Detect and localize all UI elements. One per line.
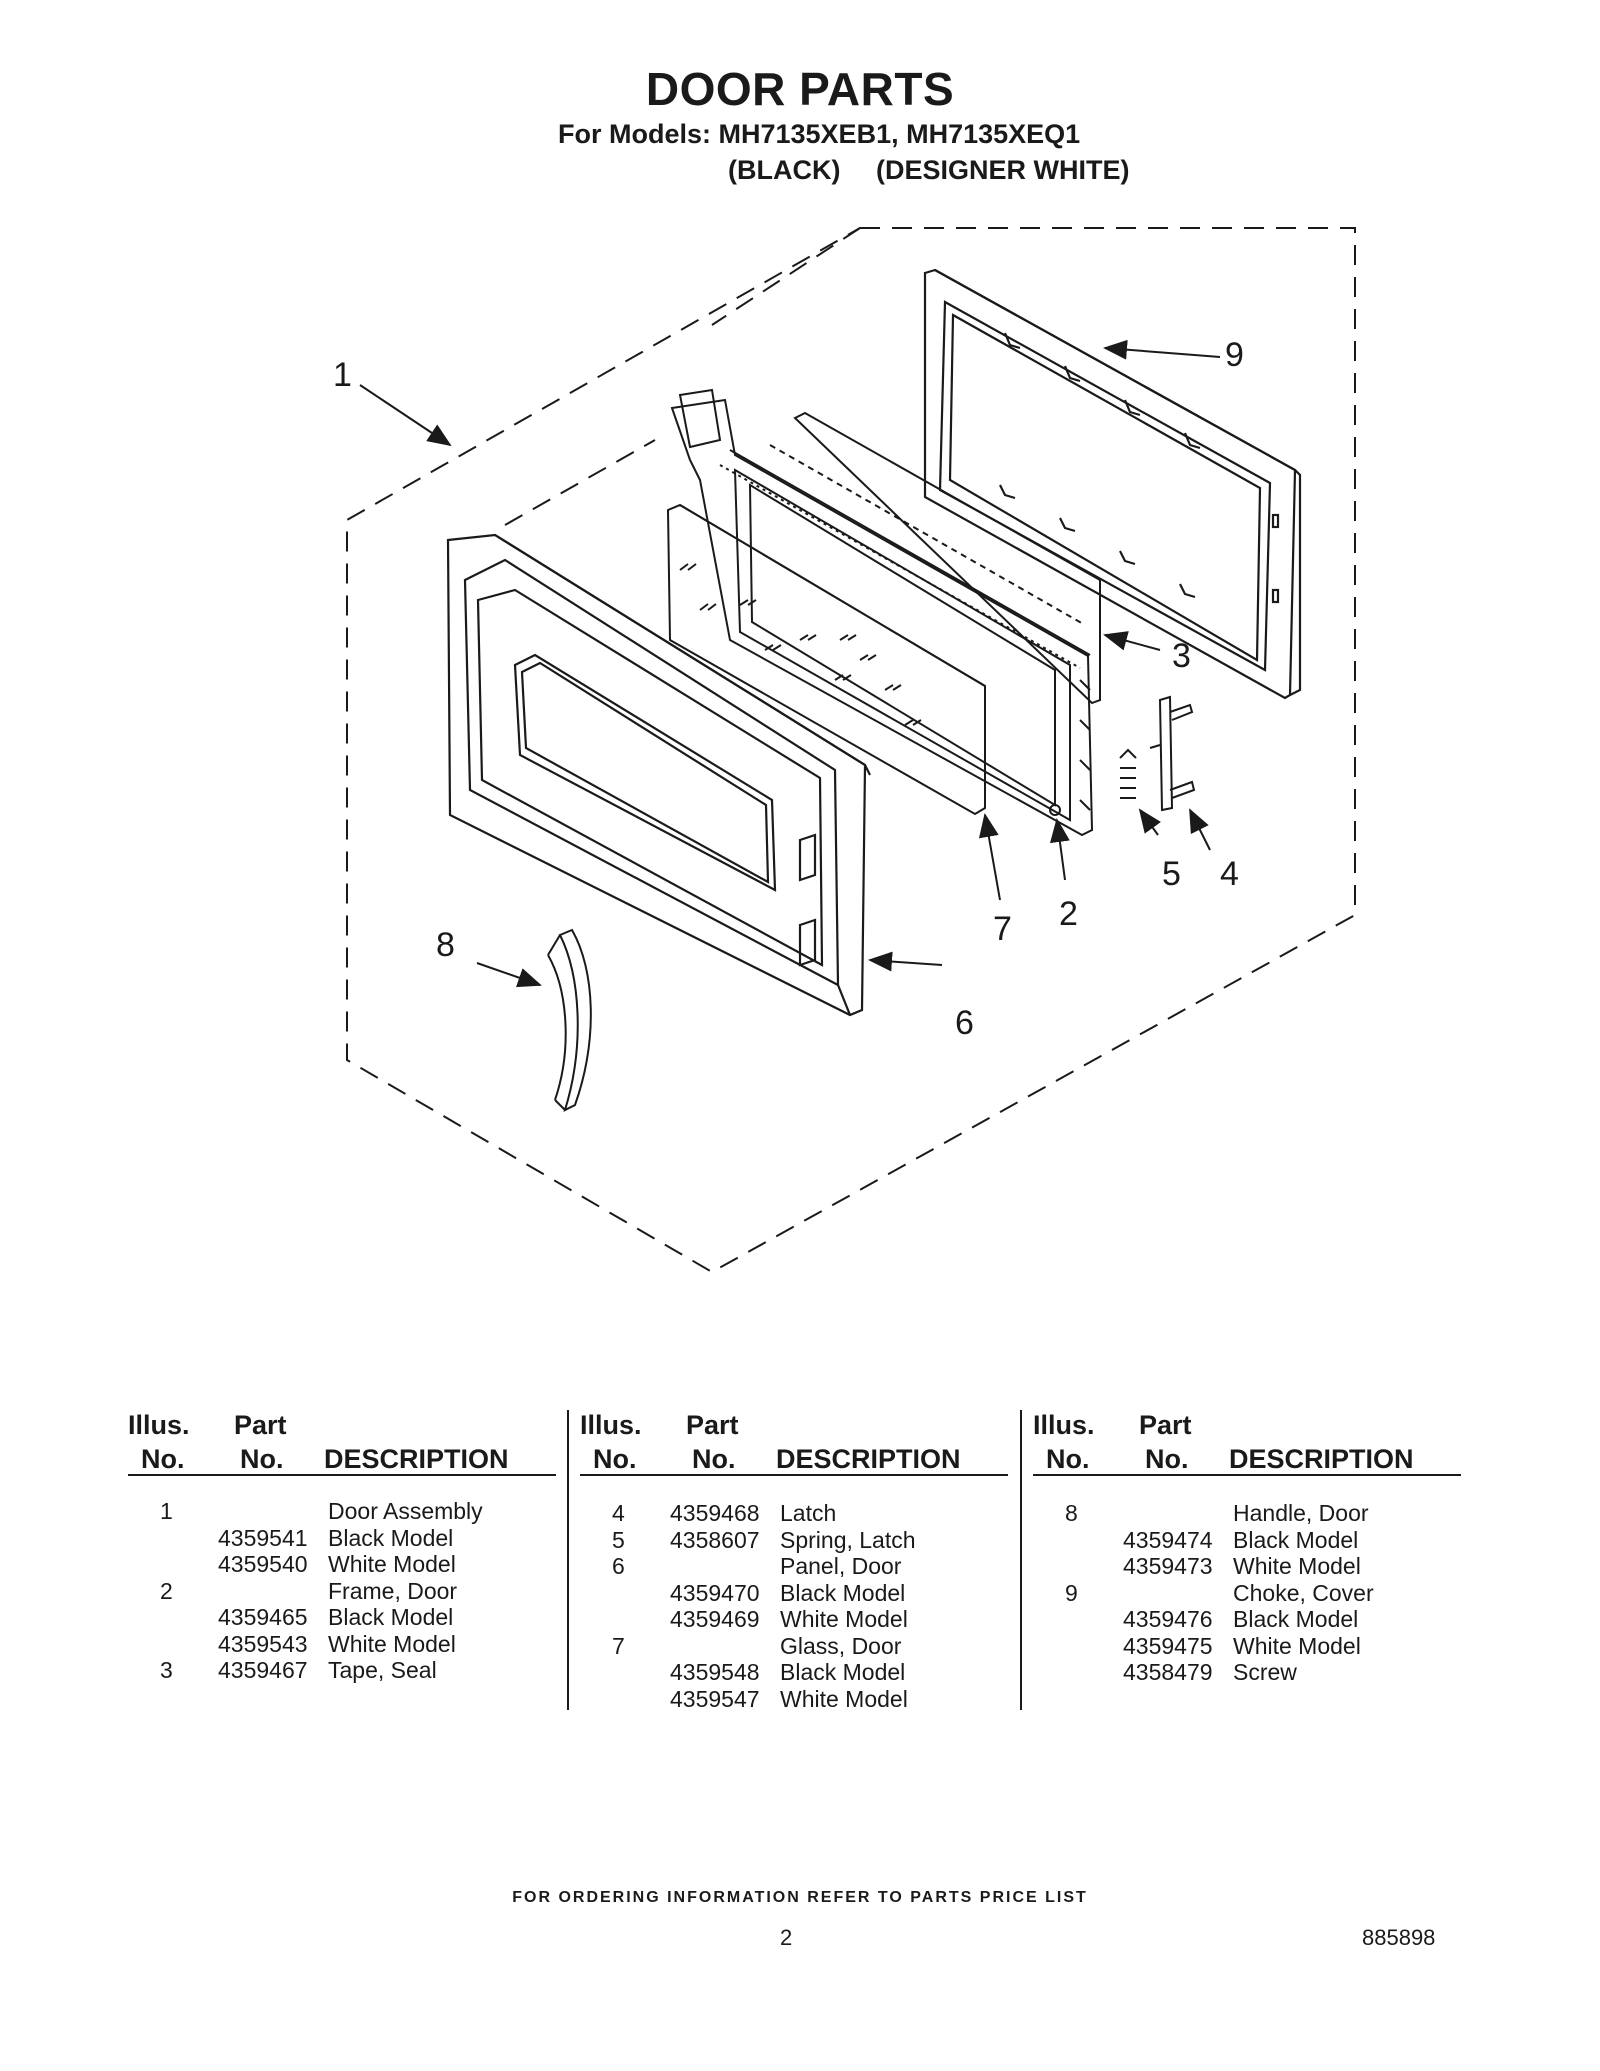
callout-8: 8 [436, 926, 455, 964]
table-header: Illus. No. Part No. DESCRIPTION [128, 1410, 558, 1482]
description-header: DESCRIPTION [776, 1444, 961, 1474]
callout-5: 5 [1162, 855, 1181, 893]
description-header: DESCRIPTION [324, 1444, 509, 1474]
callout-6: 6 [955, 1004, 974, 1042]
header-rule-3 [1033, 1474, 1461, 1476]
page-title: DOOR PARTS [645, 63, 955, 115]
column-divider-2 [1020, 1410, 1022, 1710]
callout-2: 2 [1059, 895, 1078, 933]
illus-header-bottom: No. [593, 1444, 637, 1474]
door-glass-part [666, 503, 986, 816]
illus-header-bottom: No. [1046, 1444, 1090, 1474]
illus-header-top: Illus. [580, 1410, 642, 1440]
header-rule-2 [580, 1474, 1008, 1476]
door-parts-diagram [346, 227, 1356, 1274]
part-header-bottom: No. [692, 1444, 736, 1474]
door-panel-part [446, 533, 871, 1017]
column-divider-1 [567, 1410, 569, 1710]
model-numbers: For Models: MH7135XEB1, MH7135XEQ1 [558, 119, 1081, 149]
callout-7: 7 [993, 910, 1012, 948]
illus-header-top: Illus. [1033, 1410, 1095, 1440]
door-handle-part [547, 928, 592, 1112]
part-header-bottom: No. [1145, 1444, 1189, 1474]
table-header: Illus. No. Part No. DESCRIPTION [1033, 1410, 1463, 1482]
part-header-top: Part [686, 1410, 739, 1440]
color-black-label: (BLACK) [728, 155, 841, 185]
latch-part [1149, 695, 1196, 812]
table-header: Illus. No. Part No. DESCRIPTION [580, 1410, 1010, 1482]
document-number: 885898 [1362, 1925, 1436, 1950]
model-colors: (BLACK) (DESIGNER WHITE) [728, 155, 1158, 186]
choke-cover-part [923, 268, 1302, 700]
callout-4: 4 [1220, 855, 1239, 893]
page-number: 2 [780, 1925, 793, 1950]
assembly-boundary [346, 227, 1356, 1274]
callout-1: 1 [333, 356, 352, 394]
callout-9: 9 [1225, 336, 1244, 374]
callout-3: 3 [1172, 637, 1191, 675]
door-frame-part [670, 388, 1094, 837]
seal-tape-part [769, 411, 1101, 705]
part-header-bottom: No. [240, 1444, 284, 1474]
part-header-top: Part [1139, 1410, 1192, 1440]
description-header: DESCRIPTION [1229, 1444, 1414, 1474]
illus-header-bottom: No. [141, 1444, 185, 1474]
header-rule-1 [128, 1474, 556, 1476]
latch-spring-part [1119, 748, 1137, 799]
color-white-label: (DESIGNER WHITE) [876, 155, 1130, 185]
ordering-note: FOR ORDERING INFORMATION REFER TO PARTS … [512, 1889, 1088, 1906]
illus-header-top: Illus. [128, 1410, 190, 1440]
part-header-top: Part [234, 1410, 287, 1440]
